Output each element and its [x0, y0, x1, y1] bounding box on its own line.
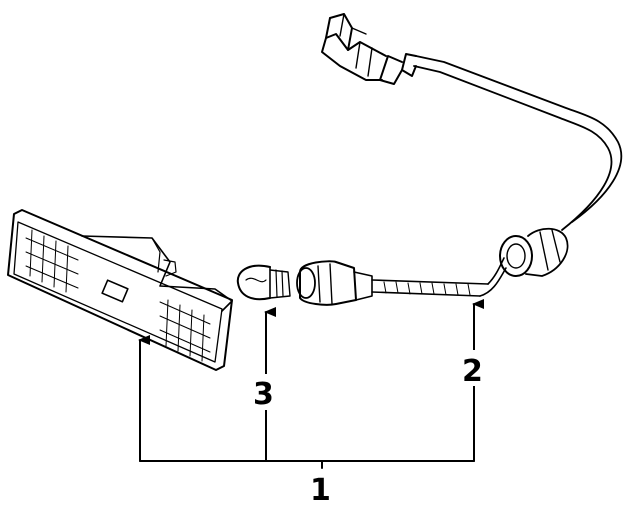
callout-3: 3	[253, 377, 274, 412]
callout-2: 2	[462, 354, 483, 389]
lens-grille-left	[25, 229, 79, 293]
lens-grille-right	[159, 299, 211, 362]
side-marker-lamp	[7, 209, 233, 371]
bulb	[236, 264, 291, 301]
reflector-window	[101, 279, 129, 303]
callout-labels: 3 2 1	[250, 350, 488, 508]
wiring-connector	[321, 13, 417, 85]
callout-1: 1	[310, 473, 331, 508]
callout-leaders	[138, 299, 484, 469]
socket-and-harness	[296, 13, 623, 306]
